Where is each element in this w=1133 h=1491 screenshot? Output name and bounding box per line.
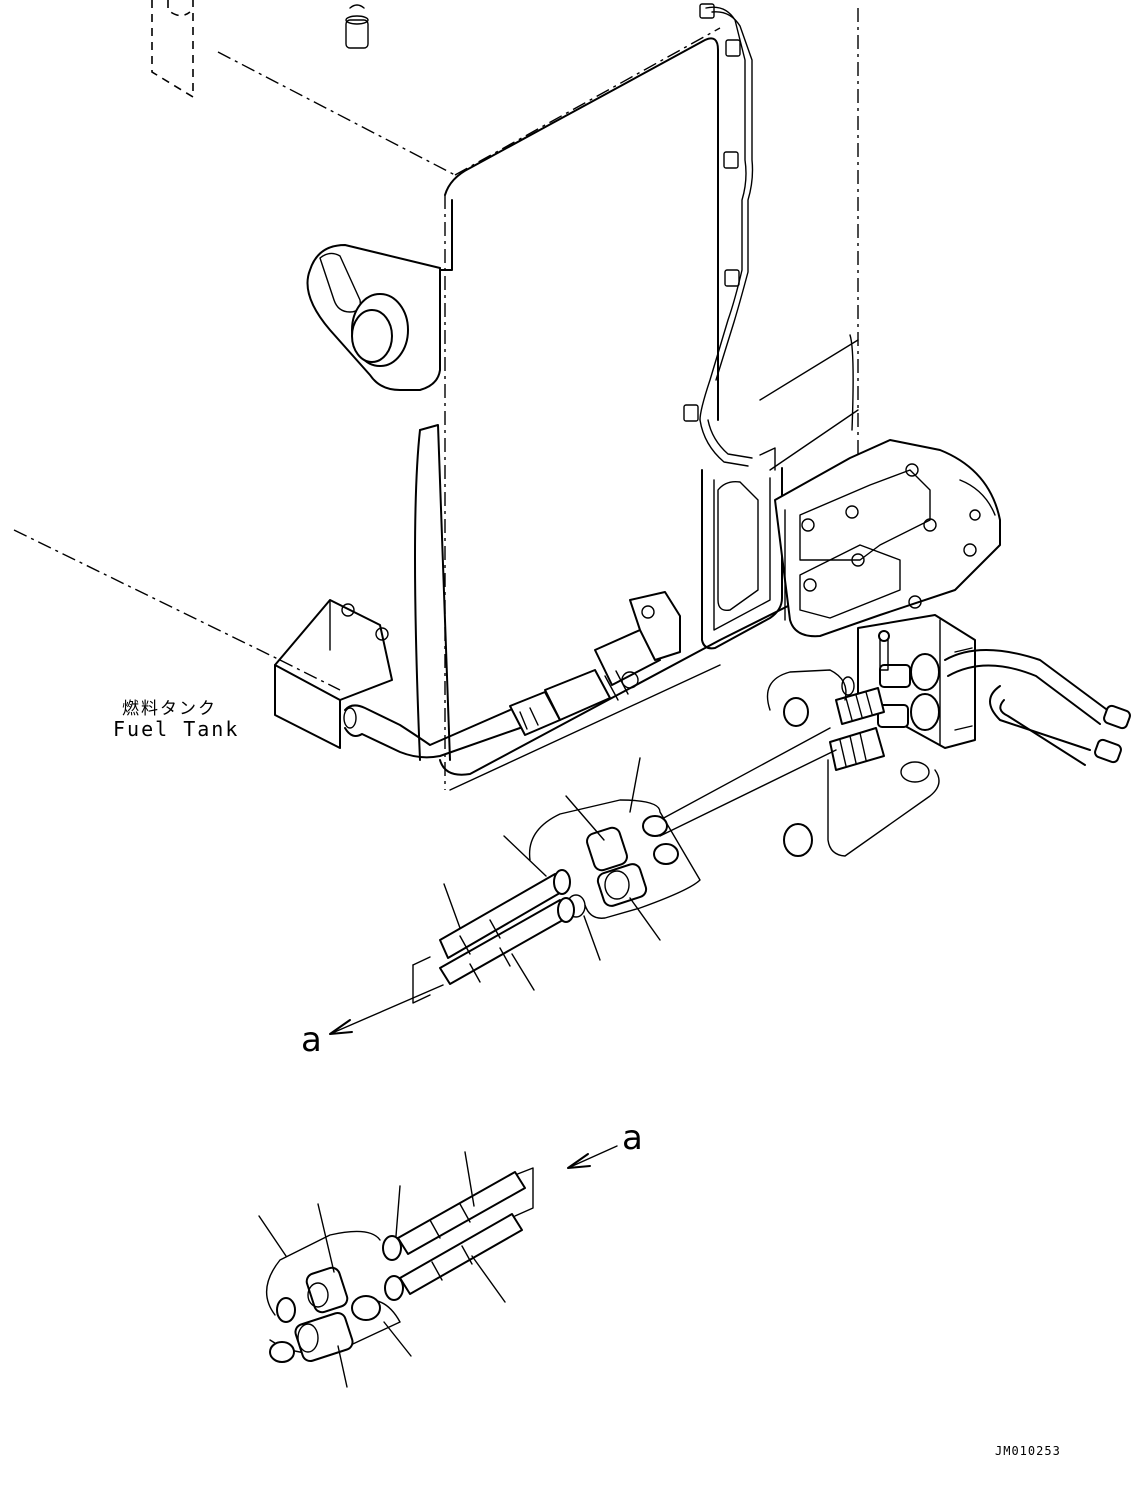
fuel-line — [509, 591, 681, 736]
detail-view-lower — [258, 1145, 618, 1388]
view-marker-top: a — [301, 1020, 322, 1060]
view-marker-bottom: a — [622, 1118, 643, 1158]
fuel-tank — [13, 0, 861, 791]
fuel-tank-label-en: Fuel Tank — [113, 717, 240, 741]
couplers — [766, 669, 940, 857]
mount-plate — [774, 439, 1001, 638]
valve-block — [857, 614, 976, 749]
harness — [683, 3, 754, 467]
hydraulic-hoses — [944, 649, 1131, 766]
fuel-tank-label-jp: 燃料タンク — [122, 699, 217, 719]
drawing-code: JM010253 — [995, 1444, 1061, 1458]
detail-view-upper — [329, 727, 837, 1035]
frame-bracket — [701, 334, 859, 650]
